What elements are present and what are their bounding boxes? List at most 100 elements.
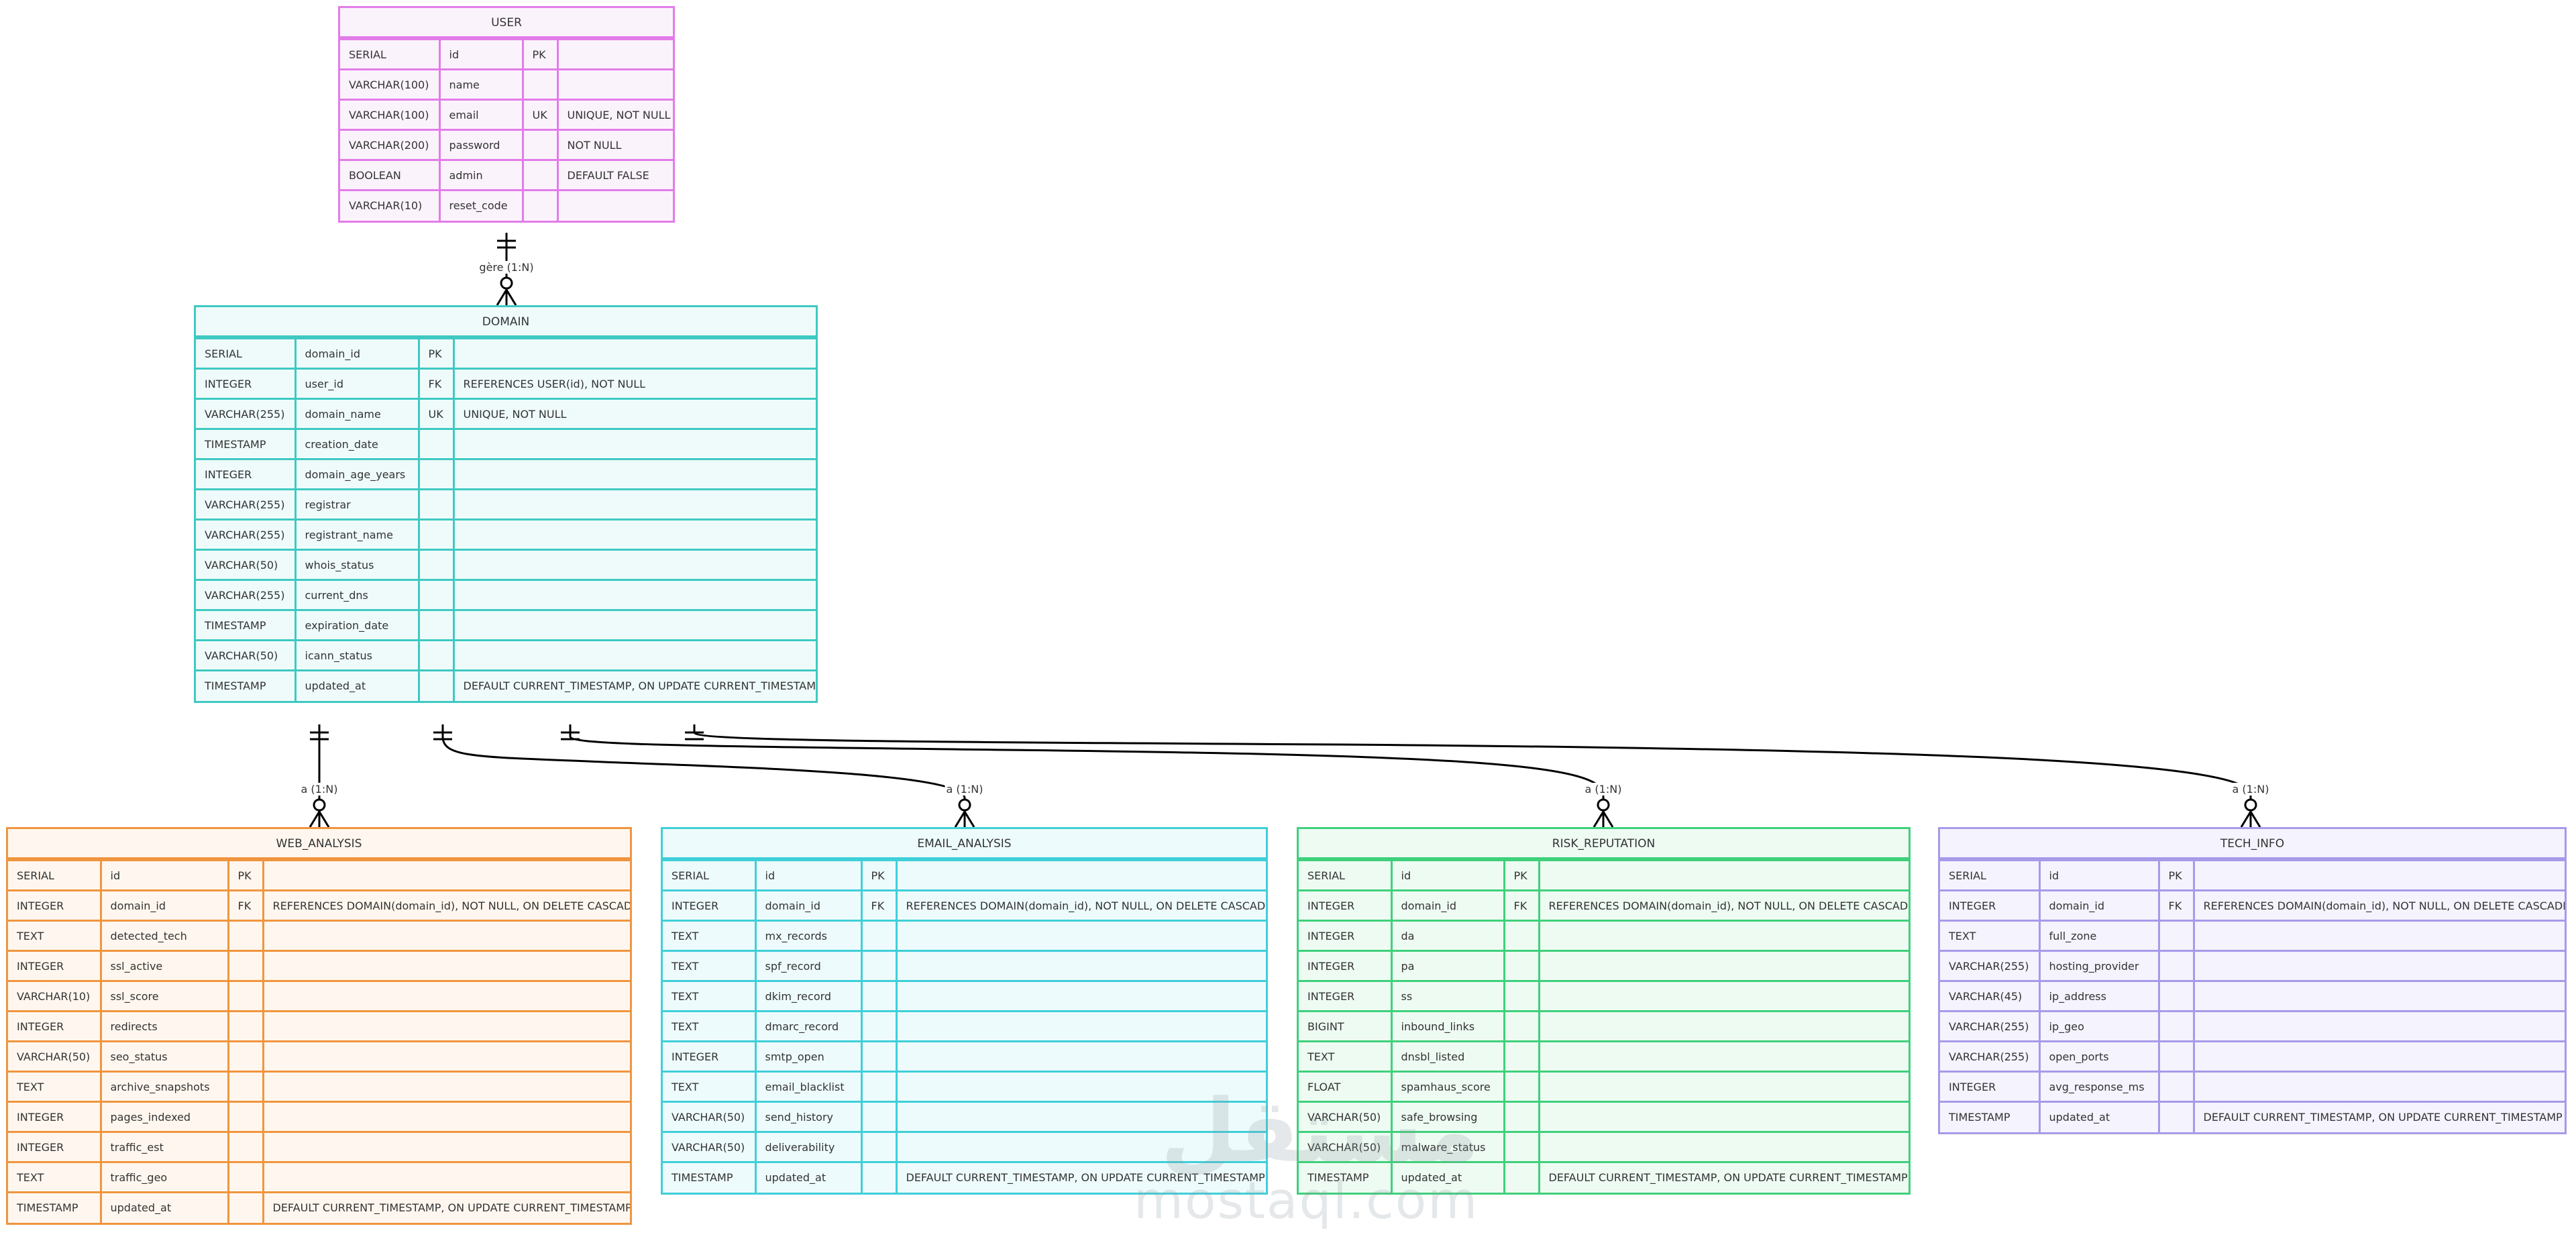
attr-key	[860, 920, 898, 952]
attr-type: SERIAL	[663, 859, 757, 891]
attr-key	[1503, 1101, 1540, 1133]
attr-type: TEXT	[1940, 920, 2041, 952]
crow-zero-mark	[313, 798, 326, 812]
attr-comment	[895, 920, 1266, 952]
attr-key	[860, 950, 898, 982]
attr-type: TEXT	[663, 1010, 757, 1042]
attr-type: TIMESTAMP	[8, 1191, 102, 1223]
attr-type: VARCHAR(100)	[340, 99, 441, 131]
attr-type: VARCHAR(50)	[1299, 1131, 1393, 1163]
attr-comment	[2192, 1071, 2565, 1103]
attr-comment	[2192, 859, 2565, 891]
attr-key	[227, 1040, 264, 1073]
attr-name: password	[438, 129, 524, 161]
attr-type: VARCHAR(255)	[196, 398, 297, 430]
attribute-row: VARCHAR(10)ssl_score	[8, 980, 630, 1012]
attr-type: VARCHAR(255)	[196, 519, 297, 551]
attr-comment	[262, 1071, 630, 1103]
attr-type: FLOAT	[1299, 1071, 1393, 1103]
attr-type: BOOLEAN	[340, 159, 441, 191]
attr-comment	[1538, 1071, 1909, 1103]
attr-name: da	[1390, 920, 1505, 952]
attr-name: domain_id	[1390, 889, 1505, 922]
crow-many-mark	[309, 810, 330, 828]
attr-type: BIGINT	[1299, 1010, 1393, 1042]
attr-comment	[452, 337, 816, 370]
attr-key: PK	[227, 859, 264, 891]
attr-key	[521, 68, 559, 101]
attr-type: SERIAL	[1940, 859, 2041, 891]
attr-comment	[895, 1010, 1266, 1042]
attr-type: INTEGER	[1940, 889, 2041, 922]
entity-title: RISK_REPUTATION	[1299, 829, 1909, 859]
attribute-row: VARCHAR(45)ip_address	[1940, 980, 2565, 1012]
attr-name: ip_geo	[2038, 1010, 2160, 1042]
entity-title: EMAIL_ANALYSIS	[663, 829, 1266, 859]
attr-key	[1503, 1040, 1540, 1073]
attr-type: TIMESTAMP	[663, 1161, 757, 1193]
attr-name: ssl_active	[99, 950, 229, 982]
attr-comment	[1538, 980, 1909, 1012]
attr-key	[521, 129, 559, 161]
attr-type: TIMESTAMP	[196, 428, 297, 460]
attr-key: FK	[227, 889, 264, 922]
attr-name: current_dns	[294, 579, 420, 611]
attr-name: spamhaus_score	[1390, 1071, 1505, 1103]
attr-type: TIMESTAMP	[196, 609, 297, 641]
entity-title: DOMAIN	[196, 307, 816, 337]
attr-type: SERIAL	[8, 859, 102, 891]
attr-comment	[452, 549, 816, 581]
attr-key	[227, 1191, 264, 1223]
attr-name: dkim_record	[754, 980, 863, 1012]
attr-comment	[895, 1040, 1266, 1073]
attr-type: VARCHAR(255)	[196, 579, 297, 611]
attr-comment	[1538, 920, 1909, 952]
attribute-row: VARCHAR(255)open_ports	[1940, 1040, 2565, 1073]
attr-type: VARCHAR(255)	[196, 488, 297, 521]
attribute-row: VARCHAR(50)seo_status	[8, 1040, 630, 1073]
attribute-row: VARCHAR(50)icann_status	[196, 639, 816, 671]
attribute-row: VARCHAR(100)name	[340, 68, 673, 101]
crow-zero-mark	[958, 798, 971, 812]
attr-comment	[895, 1071, 1266, 1103]
attr-key	[417, 639, 455, 671]
attr-name: pa	[1390, 950, 1505, 982]
attr-comment	[262, 950, 630, 982]
attr-type: SERIAL	[196, 337, 297, 370]
attr-key	[417, 519, 455, 551]
attr-name: domain_id	[2038, 889, 2160, 922]
attr-type: VARCHAR(255)	[1940, 950, 2041, 982]
attr-name: id	[99, 859, 229, 891]
rel-line-domain-email-analysis	[441, 724, 966, 827]
attr-type: VARCHAR(50)	[663, 1131, 757, 1163]
attr-key	[2157, 980, 2195, 1012]
attr-comment	[452, 488, 816, 521]
attribute-row: VARCHAR(255)hosting_provider	[1940, 950, 2565, 982]
attr-key	[1503, 950, 1540, 982]
rel-line-domain-risk-reputation	[569, 724, 1605, 827]
attr-comment	[452, 519, 816, 551]
attr-name: domain_id	[99, 889, 229, 922]
